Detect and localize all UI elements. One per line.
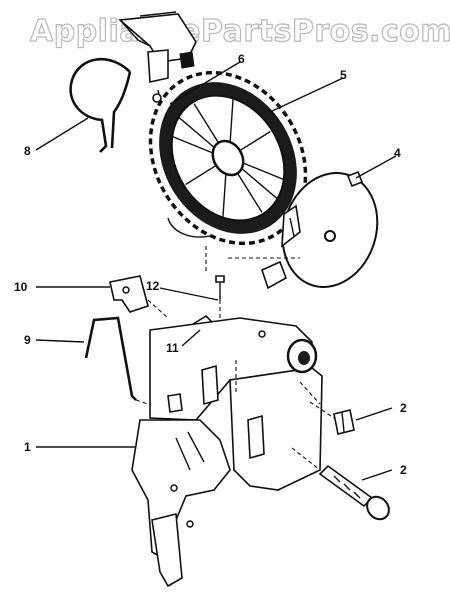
callout-10: 10 [14, 280, 28, 294]
pin-part-2b [291, 447, 390, 521]
screw-part-12 [215, 275, 225, 322]
callout-9: 9 [24, 333, 31, 347]
wire-loop-part [69, 57, 132, 153]
callout-4: 4 [394, 146, 401, 160]
callout-6: 6 [238, 52, 245, 66]
callout-2-lower: 2 [400, 463, 407, 477]
callout-1: 1 [24, 440, 31, 454]
main-bracket-part [131, 317, 323, 588]
watermark: AppliancePartsPros.com [29, 13, 450, 49]
callout-5: 5 [340, 68, 347, 82]
clip-part-2a [309, 401, 355, 435]
bracket-part-10 [109, 275, 169, 319]
callout-11: 11 [166, 341, 179, 355]
gear-wheel-part [148, 70, 308, 272]
callout-2-upper: 2 [400, 401, 407, 415]
callout-12: 12 [146, 279, 160, 293]
cam-disc-part [228, 170, 379, 290]
callout-8: 8 [24, 144, 31, 158]
callout-leaders [35, 61, 397, 481]
callout-labels: 6 5 4 8 10 12 11 9 1 2 2 [14, 52, 407, 477]
